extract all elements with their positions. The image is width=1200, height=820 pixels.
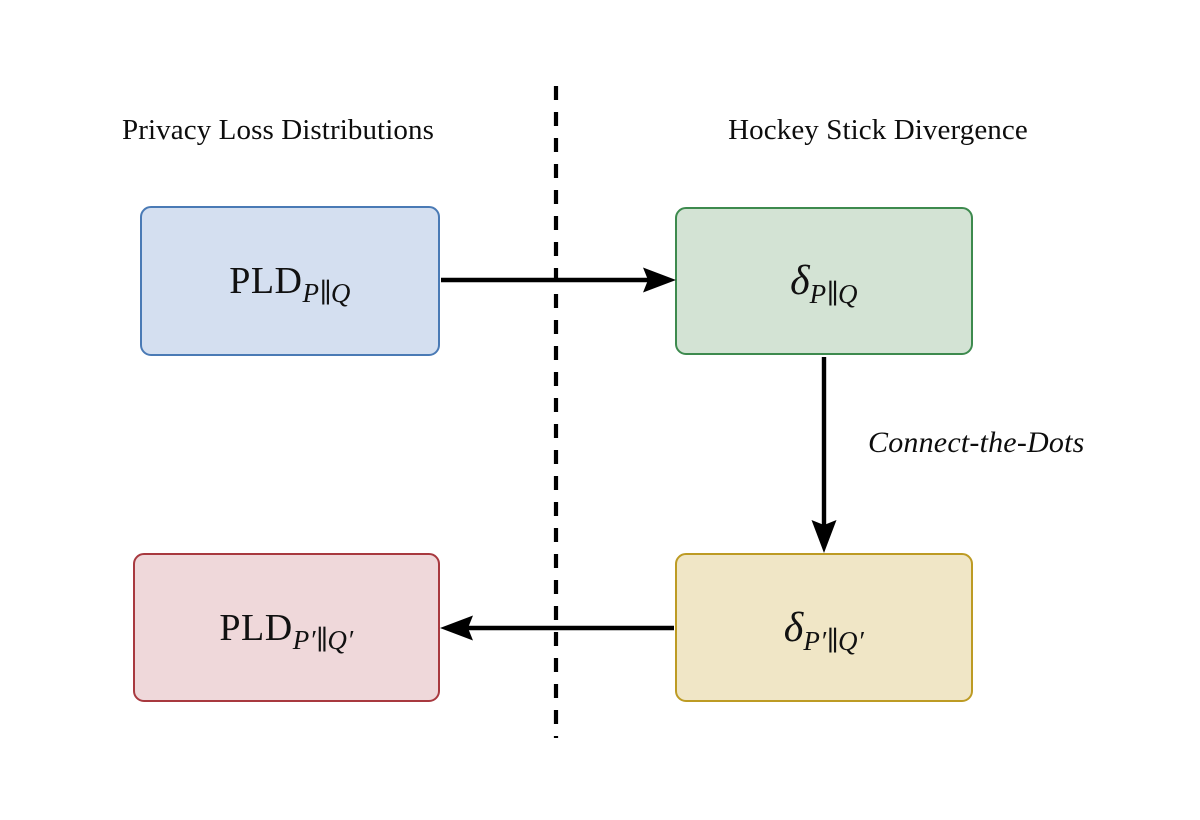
column-header-hockey-stick-divergence: Hockey Stick Divergence — [728, 114, 1028, 146]
node-pld-p-q[interactable]: PLDP∥Q — [140, 206, 440, 356]
node-pld-p-q-label: PLDP∥Q — [229, 260, 351, 307]
node-delta-p-q[interactable]: δP∥Q — [675, 207, 973, 355]
node-delta-pprime-qprime[interactable]: δP′∥Q′ — [675, 553, 973, 702]
node-delta-p-q-sub-right: Q — [838, 279, 858, 309]
node-delta-pprime-qprime-sub-bars: ∥ — [826, 625, 840, 656]
node-delta-pprime-qprime-main: δ — [783, 604, 804, 651]
column-header-privacy-loss-distributions: Privacy Loss Distributions — [122, 114, 434, 146]
node-delta-pprime-qprime-sub-right: Q′ — [838, 625, 865, 656]
node-pld-pprime-qprime[interactable]: PLDP′∥Q′ — [133, 553, 440, 702]
node-pld-pprime-qprime-sub-right: Q′ — [327, 624, 354, 655]
node-pld-pprime-qprime-sub-bars: ∥ — [315, 624, 329, 655]
node-pld-pprime-qprime-main: PLD — [219, 606, 293, 649]
node-delta-p-q-sub-left: P — [809, 279, 827, 309]
node-pld-p-q-sub-bars: ∥ — [319, 278, 332, 308]
node-delta-p-q-main: δ — [790, 258, 810, 304]
edge-label-connect-the-dots: Connect-the-Dots — [868, 426, 1085, 459]
node-delta-pprime-qprime-label: δP′∥Q′ — [783, 604, 864, 655]
arrow-delta-pq-to-delta-pprime-qprime — [811, 357, 837, 553]
node-pld-p-q-main: PLD — [229, 260, 303, 302]
node-pld-p-q-sub-left: P — [302, 278, 320, 308]
node-pld-pprime-qprime-label: PLDP′∥Q′ — [219, 606, 353, 654]
node-delta-p-q-sub-bars: ∥ — [826, 279, 840, 309]
node-delta-p-q-label: δP∥Q — [790, 258, 858, 308]
vertical-dashed-divider — [553, 86, 559, 738]
node-pld-pprime-qprime-sub-left: P′ — [292, 624, 316, 655]
node-delta-pprime-qprime-sub-left: P′ — [803, 625, 827, 656]
node-pld-p-q-sub-right: Q — [330, 278, 351, 308]
